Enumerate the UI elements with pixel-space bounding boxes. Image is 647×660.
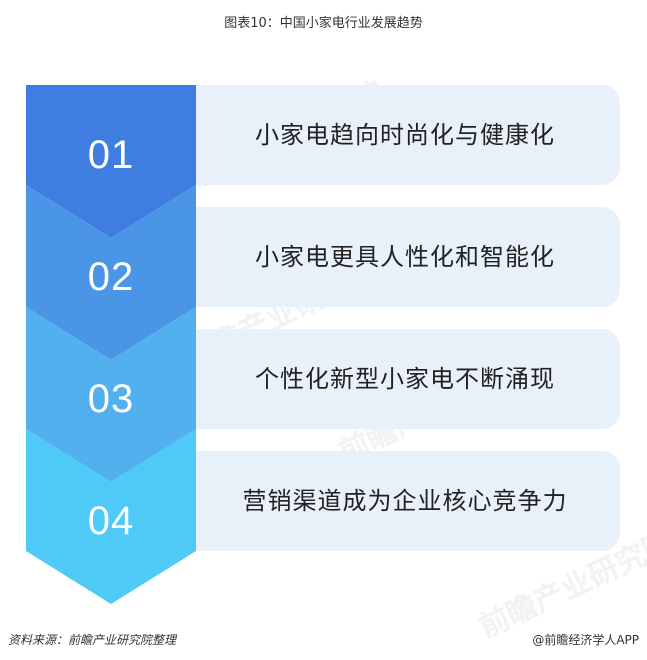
chevron-step-3 <box>26 307 196 482</box>
step-background <box>190 451 620 551</box>
source-note: 资料来源：前瞻产业研究院整理 <box>8 633 177 647</box>
step-text: 小家电更具人性化和智能化 <box>255 243 555 271</box>
step-text: 小家电趋向时尚化与健康化 <box>255 121 555 149</box>
step-background <box>190 207 620 307</box>
step-number-4: 04 <box>87 499 135 543</box>
step-text: 营销渠道成为企业核心竞争力 <box>242 487 568 515</box>
chevron-step-4 <box>26 429 196 604</box>
chart-title: 图表10：中国小家电行业发展趋势 <box>224 16 423 31</box>
step-number-2: 02 <box>87 255 135 299</box>
step-number-1: 01 <box>87 133 135 177</box>
brand-credit: @前瞻经济学人APP <box>532 633 639 647</box>
step-number-3: 03 <box>87 377 135 421</box>
step-background <box>190 329 620 429</box>
step-text: 个性化新型小家电不断涌现 <box>255 365 555 393</box>
step-background <box>190 85 620 185</box>
chevron-step-1 <box>26 85 196 238</box>
chevron-step-2 <box>26 185 196 360</box>
